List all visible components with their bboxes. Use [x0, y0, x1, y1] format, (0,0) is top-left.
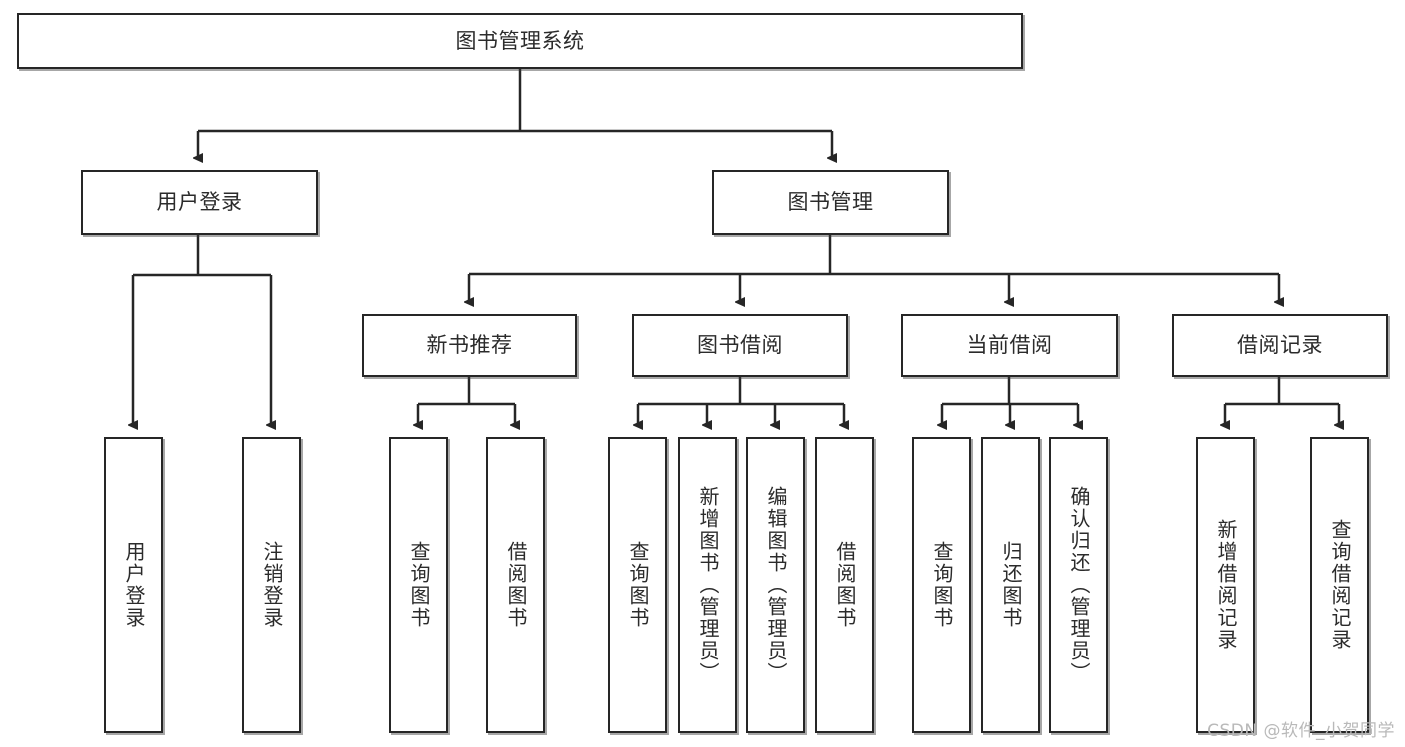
node-root[interactable]: 图书管理系统 [17, 13, 1023, 69]
node-borrow-record-label: 借阅记录 [1237, 333, 1323, 358]
node-current-borrow[interactable]: 当前借阅 [901, 314, 1118, 377]
node-book-manage[interactable]: 图书管理 [712, 170, 949, 235]
watermark-text: CSDN @软件_小贺同学 [1207, 721, 1395, 741]
node-leaf-return-book[interactable]: 归还图书 [981, 437, 1040, 733]
node-new-book-rec[interactable]: 新书推荐 [362, 314, 577, 377]
node-leaf-confirm-return-label: 确认归还（管理员） [1067, 486, 1091, 684]
node-leaf-query-book-2[interactable]: 查询图书 [608, 437, 667, 733]
node-leaf-confirm-return[interactable]: 确认归还（管理员） [1049, 437, 1108, 733]
node-leaf-query-record[interactable]: 查询借阅记录 [1310, 437, 1369, 733]
node-leaf-user-login-label: 用户登录 [122, 541, 146, 629]
node-borrow-record[interactable]: 借阅记录 [1172, 314, 1388, 377]
node-leaf-logout-login-label: 注销登录 [260, 541, 284, 629]
node-leaf-edit-book-label: 编辑图书（管理员） [764, 486, 788, 684]
node-leaf-add-record[interactable]: 新增借阅记录 [1196, 437, 1255, 733]
node-book-manage-label: 图书管理 [787, 190, 874, 215]
node-leaf-borrow-book-1-label: 借阅图书 [504, 541, 528, 629]
node-book-borrow[interactable]: 图书借阅 [632, 314, 848, 377]
node-leaf-edit-book[interactable]: 编辑图书（管理员） [746, 437, 805, 733]
node-leaf-return-book-label: 归还图书 [999, 541, 1023, 629]
node-leaf-query-book-1-label: 查询图书 [407, 541, 431, 629]
node-new-book-rec-label: 新书推荐 [426, 333, 513, 358]
node-leaf-add-book-label: 新增图书（管理员） [696, 486, 720, 684]
node-current-borrow-label: 当前借阅 [966, 333, 1053, 358]
node-book-borrow-label: 图书借阅 [697, 333, 783, 358]
node-leaf-borrow-book-2[interactable]: 借阅图书 [815, 437, 874, 733]
node-leaf-add-book[interactable]: 新增图书（管理员） [678, 437, 737, 733]
node-leaf-borrow-book-2-label: 借阅图书 [833, 541, 857, 629]
node-root-label: 图书管理系统 [455, 28, 585, 53]
node-leaf-query-book-3-label: 查询图书 [930, 541, 954, 629]
node-leaf-query-book-2-label: 查询图书 [626, 541, 650, 629]
node-leaf-borrow-book-1[interactable]: 借阅图书 [486, 437, 545, 733]
node-leaf-user-login[interactable]: 用户登录 [104, 437, 163, 733]
node-leaf-query-book-3[interactable]: 查询图书 [912, 437, 971, 733]
node-leaf-logout-login[interactable]: 注销登录 [242, 437, 301, 733]
node-user-login[interactable]: 用户登录 [81, 170, 318, 235]
node-leaf-query-book-1[interactable]: 查询图书 [389, 437, 448, 733]
node-leaf-add-record-label: 新增借阅记录 [1214, 519, 1238, 651]
node-user-login-label: 用户登录 [156, 190, 243, 215]
node-leaf-query-record-label: 查询借阅记录 [1328, 519, 1352, 651]
